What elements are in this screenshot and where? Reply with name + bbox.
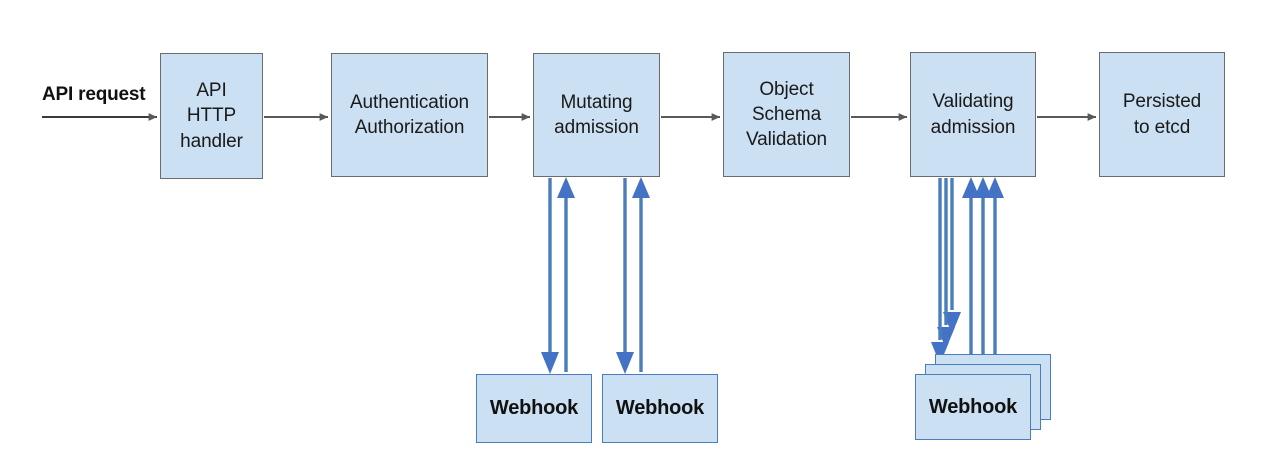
stage-authn-authz[interactable]: Authentication Authorization <box>331 53 488 177</box>
webhook-call-mutating-2 <box>616 177 650 374</box>
webhook-box-mutating-2[interactable]: Webhook <box>602 374 718 443</box>
webhook-box-validating-front[interactable]: Webhook <box>915 374 1031 440</box>
stage-object-schema-validation[interactable]: Object Schema Validation <box>723 52 850 177</box>
webhook-call-mutating-1 <box>541 177 575 374</box>
stage-validating-admission[interactable]: Validating admission <box>910 52 1036 177</box>
webhook-call-validating-up-3 <box>986 177 1004 372</box>
webhook-box-mutating-1[interactable]: Webhook <box>476 374 592 443</box>
api-request-label: API request <box>42 84 146 105</box>
webhook-call-validating-up-1 <box>962 177 980 372</box>
stage-api-http-handler[interactable]: API HTTP handler <box>160 53 263 179</box>
webhook-call-validating-down-1 <box>943 178 961 334</box>
webhook-call-validating-up-2 <box>974 177 992 372</box>
webhook-call-validating-down-3 <box>931 178 949 364</box>
stage-mutating-admission[interactable]: Mutating admission <box>533 53 660 177</box>
stage-persisted-to-etcd[interactable]: Persisted to etcd <box>1099 52 1225 177</box>
webhook-call-validating-down-2 <box>937 178 955 349</box>
